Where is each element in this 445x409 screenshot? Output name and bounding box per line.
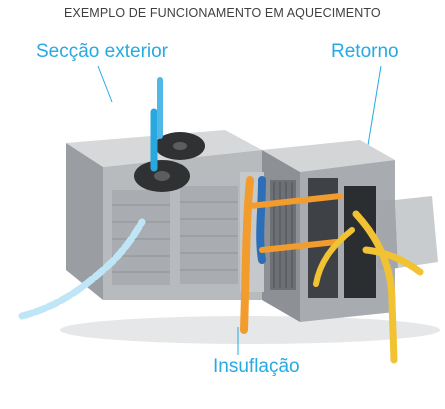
- cold-air-intake-flow: [18, 218, 146, 320]
- cooled-air-flow: [256, 176, 266, 264]
- warm-air-crossflow-lower: [259, 239, 339, 253]
- outdoor-section: [66, 130, 262, 300]
- return-air-flow-1: [352, 210, 398, 364]
- return-air-flow-3: [313, 227, 355, 287]
- diagram-title: EXEMPLO DE FUNCIONAMENTO EM AQUECIMENTO: [64, 6, 381, 20]
- warm-supply-flow: [240, 176, 254, 334]
- supply-label: Insuflação: [213, 356, 300, 377]
- warm-air-crossflow-upper: [247, 193, 343, 209]
- exterior-leader-line: [97, 65, 113, 103]
- ground-shadow: [60, 316, 440, 344]
- exterior-section-label: Secção exterior: [36, 41, 169, 62]
- return-label: Retorno: [331, 41, 399, 62]
- return-air-flow-2: [362, 246, 424, 276]
